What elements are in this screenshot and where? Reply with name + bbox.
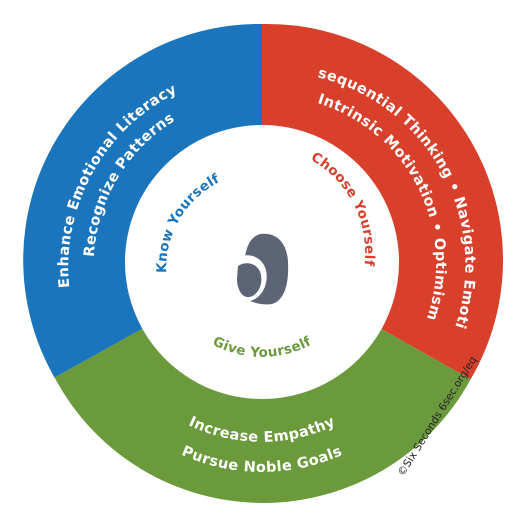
six-seconds-logo-icon <box>233 233 289 305</box>
